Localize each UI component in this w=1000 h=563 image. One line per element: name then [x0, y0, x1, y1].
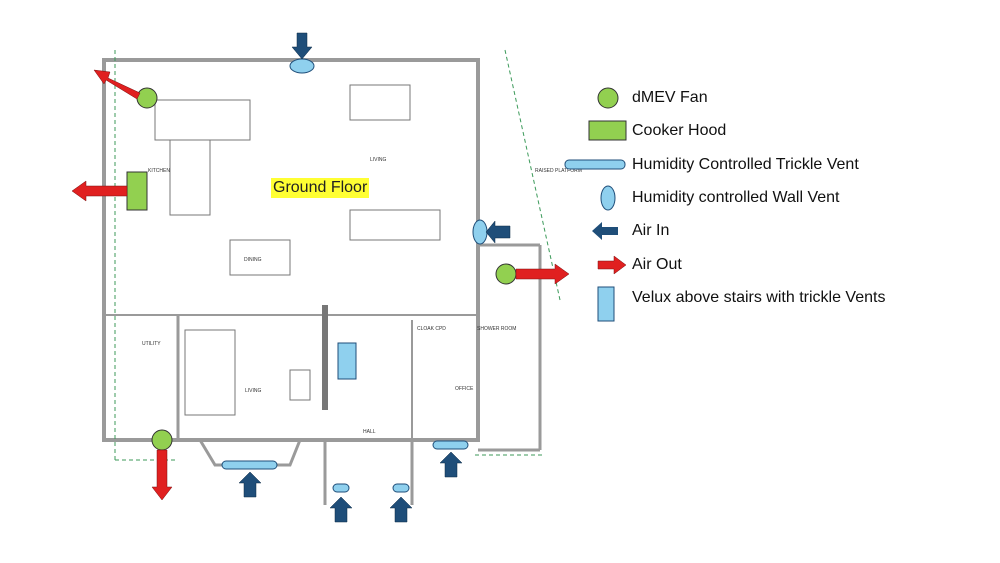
room-kitchen: KITCHEN [148, 168, 170, 174]
air-out-arrow-hood [71, 180, 128, 202]
legend-label: Cooker Hood [632, 122, 727, 139]
air-in-arrow-right [485, 220, 511, 244]
legend-label: Humidity Controlled Trickle Vent [632, 156, 859, 173]
furniture [154, 84, 441, 416]
wall-vent-top [289, 58, 315, 74]
trickle-vent-hall-left [332, 483, 350, 493]
room-utility: UTILITY [142, 341, 161, 347]
velux-stairs [337, 342, 357, 380]
room-raised-platform: RAISED PLATFORM [535, 168, 582, 174]
legend-label: Air Out [632, 256, 682, 273]
room-hall: HALL [363, 429, 376, 435]
trickle-vent-office [432, 440, 469, 450]
air-out-arrow-utility [151, 449, 173, 501]
legend-label: Humidity controlled Wall Vent [632, 189, 840, 206]
air-in-arrow-hall-left [329, 496, 353, 523]
air-out-icon [597, 255, 627, 275]
air-in-arrow-top [291, 32, 313, 60]
trickle-vent-icon [564, 159, 626, 170]
legend-label: Velux above stairs with trickle Vents [632, 289, 886, 306]
boundary-lines [114, 49, 561, 461]
cooker-hood-icon [588, 120, 627, 141]
walls [102, 58, 542, 505]
dmev-fan-shower [495, 263, 517, 285]
air-in-arrow-office [439, 451, 463, 478]
velux-icon [597, 286, 615, 322]
room-office: OFFICE [455, 386, 474, 392]
air-in-arrow-living [238, 471, 262, 498]
legend-label: Air In [632, 222, 670, 239]
wall-vent-right [472, 219, 488, 245]
floor-title: Ground Floor [271, 178, 370, 198]
air-in-arrows [238, 32, 511, 523]
room-living-2: LIVING [245, 388, 262, 394]
room-cloak: CLOAK CPD [417, 326, 446, 332]
cooker-hood [126, 171, 148, 211]
room-living: LIVING [370, 157, 387, 163]
air-in-arrow-hall-right [389, 496, 413, 523]
air-out-arrow-shower [515, 263, 570, 285]
wall-vent-icon [600, 185, 616, 211]
trickle-vent-living [221, 460, 278, 470]
air-out-arrow-kitchen-fan [93, 69, 141, 100]
room-shower: SHOWER ROOM [477, 326, 516, 332]
dmev-fan-utility [151, 429, 173, 451]
air-in-icon [592, 222, 618, 240]
air-out-arrows [71, 69, 570, 501]
trickle-vent-hall-right [392, 483, 410, 493]
dmev-fan-kitchen [136, 87, 158, 109]
dmev-fan-icon [597, 87, 619, 109]
room-labels: KITCHEN LIVING DINING UTILITY LIVING CLO… [142, 157, 582, 435]
room-dining: DINING [244, 257, 262, 263]
legend-label: dMEV Fan [632, 89, 708, 106]
